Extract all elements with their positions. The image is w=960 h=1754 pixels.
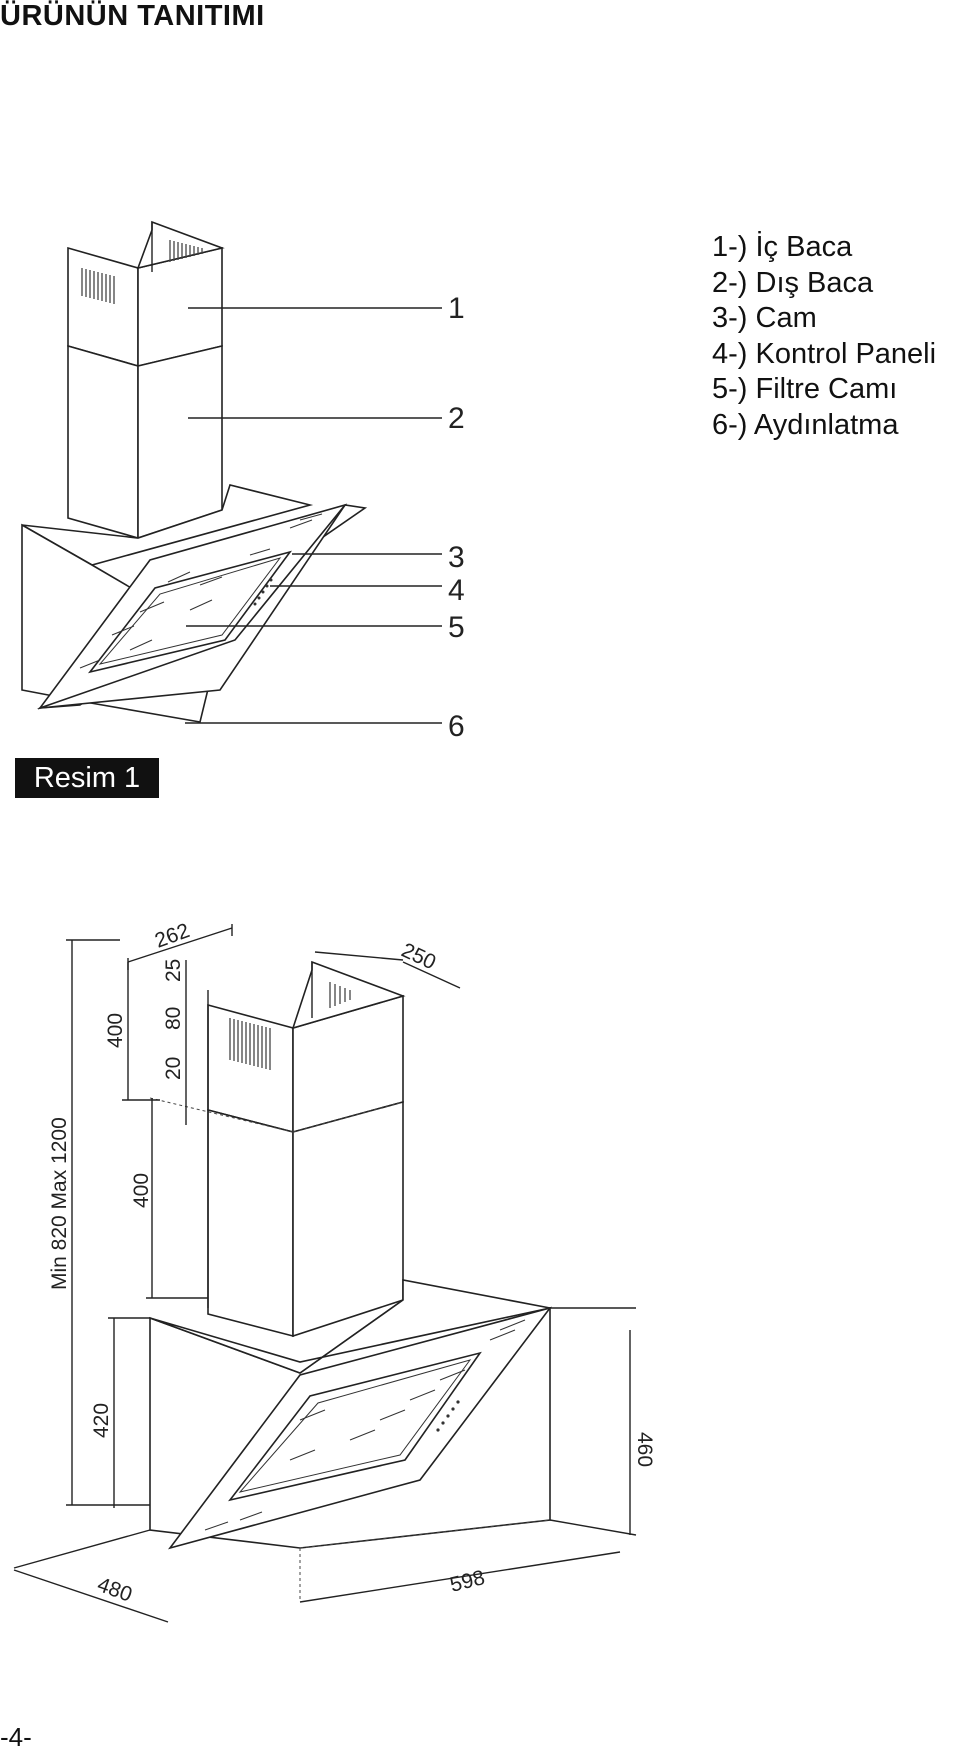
outer-chimney [67,344,139,540]
callout-6: 6 [448,710,465,743]
chimney-lower-side [292,1100,404,1338]
dim-420: 420 [90,1403,113,1438]
dim-80: 80 [162,1007,185,1030]
dim-480: 480 [94,1573,135,1607]
dim-20: 20 [162,1057,185,1080]
filter-glass [87,550,293,674]
dim-25: 25 [162,959,185,982]
dim-250: 250 [398,939,439,975]
glass-reflection-marks [79,513,323,669]
legend-item-inner-chimney: 1-) İç Baca [712,231,853,263]
callout-1: 1 [448,292,465,325]
dim-400-upper: 400 [104,1013,127,1048]
dim-460: 460 [633,1432,656,1467]
dimension-lines [13,924,637,1623]
control-panel-dots-2 [436,1400,460,1432]
dim-262: 262 [152,919,193,953]
parts-legend: 1-) İç Baca 2-) Dış Baca 3-) Cam 4-) Kon… [712,230,936,443]
vent-grille-icon-2 [229,982,351,1070]
legend-item-outer-chimney: 2-) Dış Baca [712,266,874,299]
dim-400-lower: 400 [130,1173,153,1208]
vent-grille-icon [81,240,203,304]
legend-item-control-panel: 4-) Kontrol Paneli [712,337,937,370]
callout-2: 2 [448,402,465,435]
glass-reflection-marks-2 [204,1319,526,1531]
filter-glass-2 [228,1351,482,1502]
page-title: ÜRÜNÜN TANITIMI [0,0,265,32]
page-number: -4- [0,1722,32,1752]
dim-598: 598 [448,1566,488,1597]
outer-chimney-side [137,344,223,540]
legend-item-lighting: 6-) Aydınlatma [712,408,899,441]
legend-item-glass: 3-) Cam [712,302,817,334]
figure-label: Resim 1 [15,758,159,798]
dim-total-height: Min 820 Max 1200 [48,1117,71,1290]
control-panel-dots [253,578,273,606]
chimney-lower [207,1108,294,1338]
callout-4: 4 [448,574,465,607]
legend-item-filter-glass: 5-) Filtre Camı [712,373,898,405]
callout-5: 5 [448,611,465,644]
callout-3: 3 [448,541,465,574]
hood-top-2 [149,1279,551,1374]
